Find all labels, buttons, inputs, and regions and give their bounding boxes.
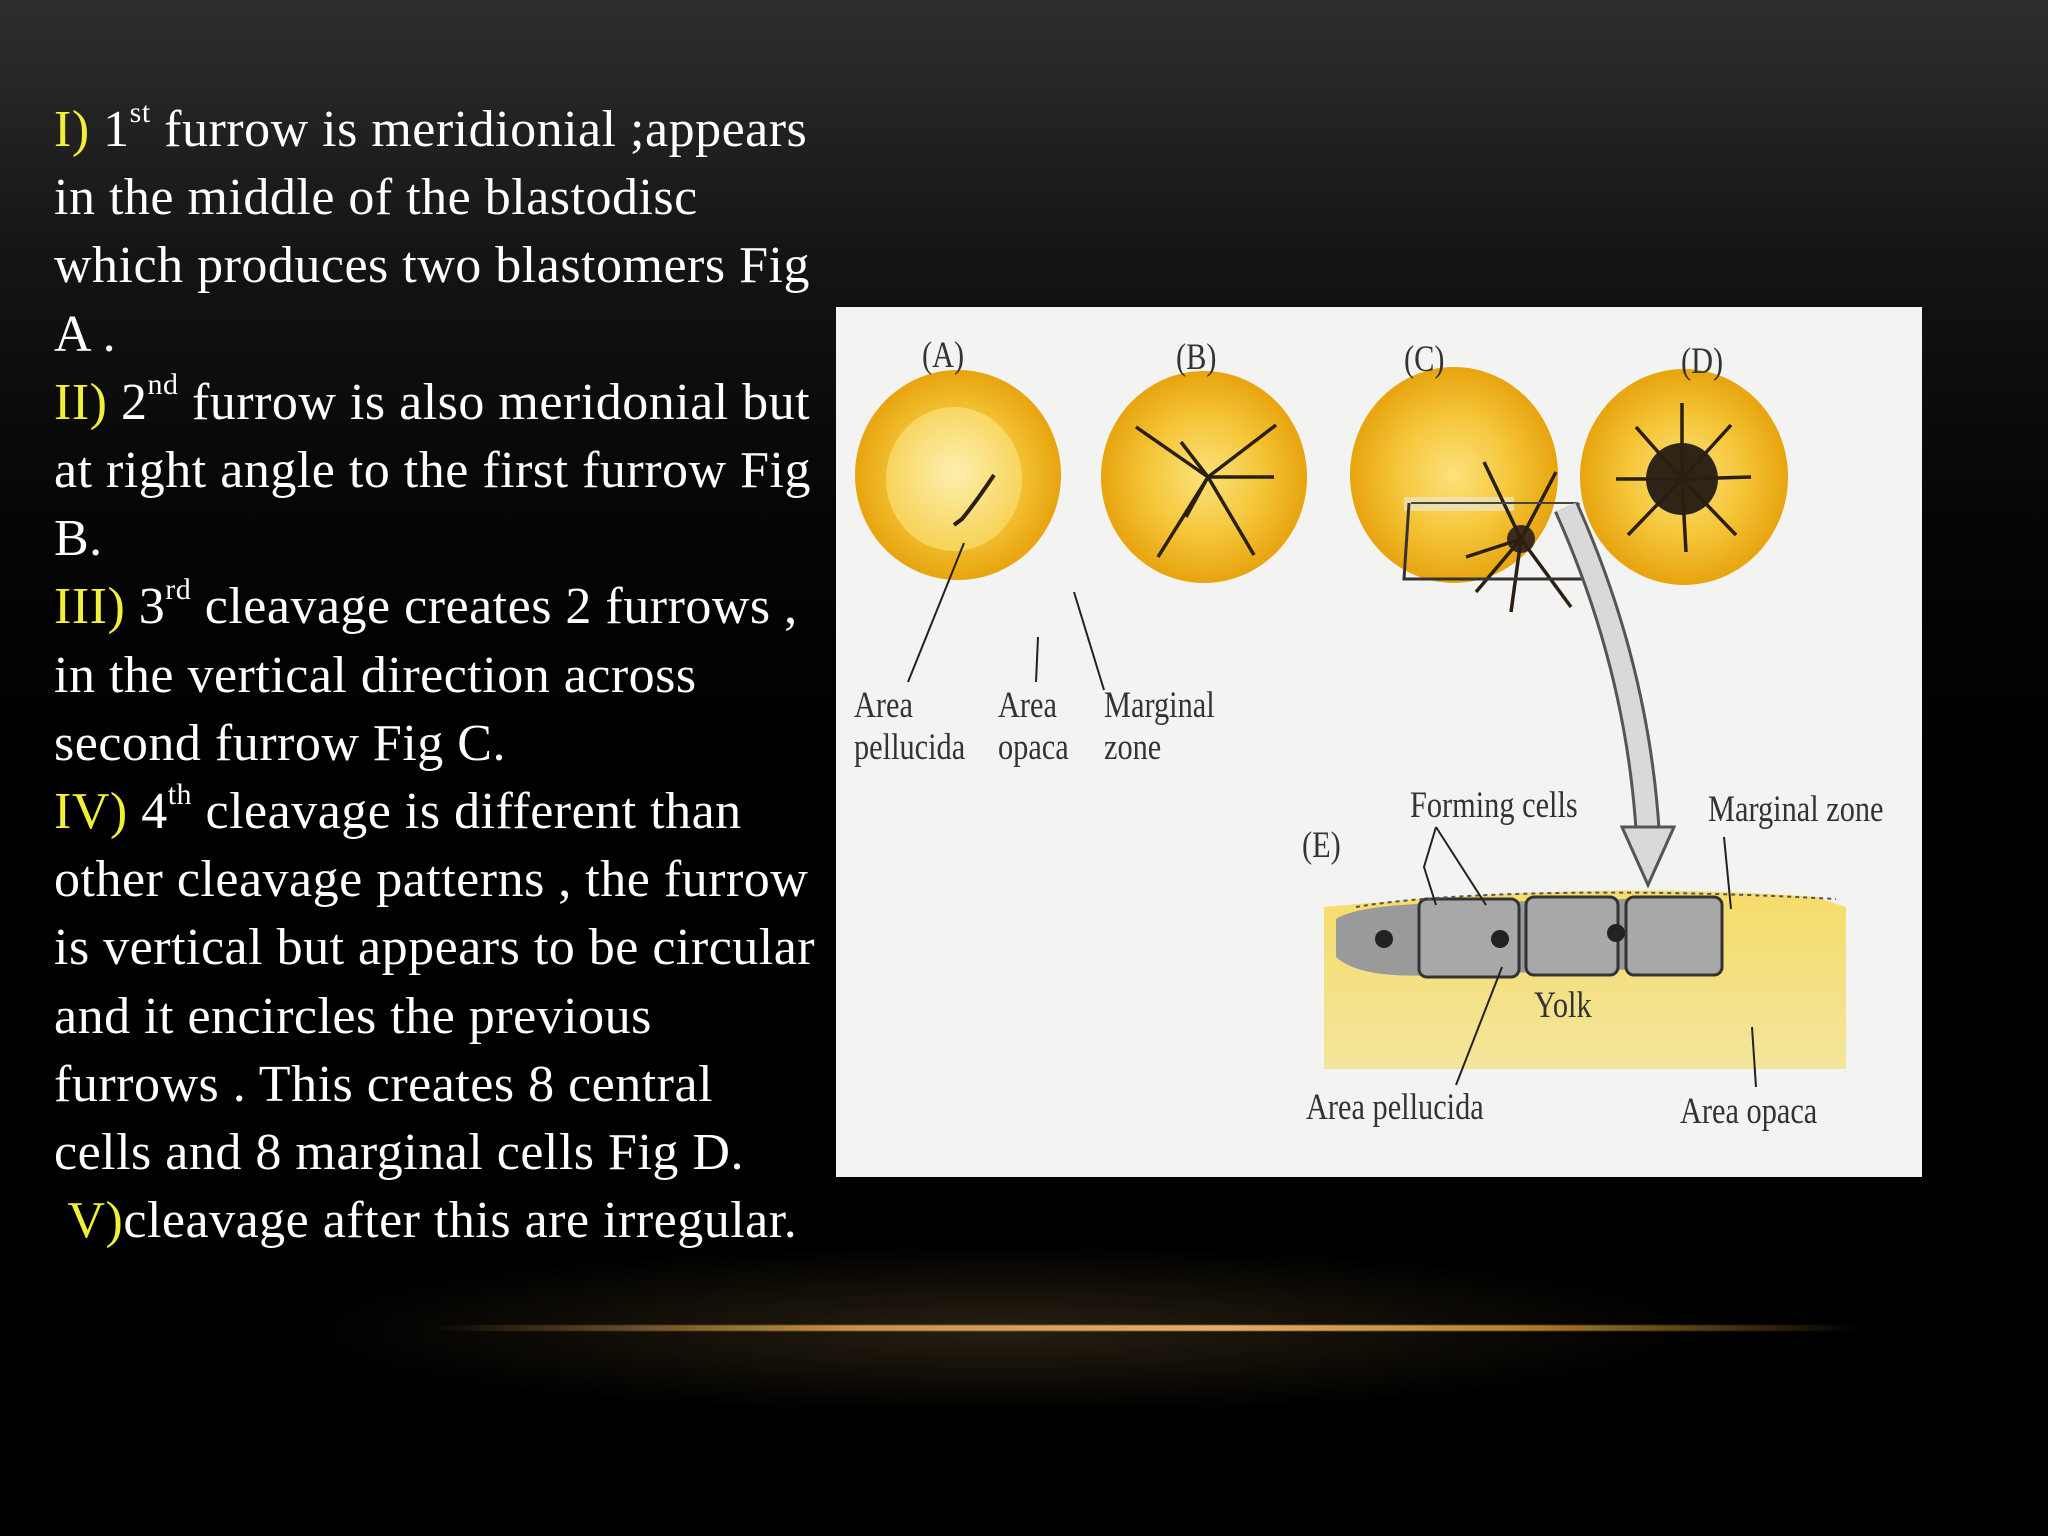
label-c: (C) — [1404, 339, 1445, 380]
paragraph-4-text: cleavage is different than other cleavag… — [54, 783, 816, 1182]
egg-b — [1101, 371, 1307, 583]
cleavage-description: I) 1st furrow is meridionial ;appears in… — [54, 96, 824, 1255]
ordinal-2: 2nd — [120, 368, 179, 431]
egg-d — [1580, 369, 1788, 585]
ordinal-4: 4th — [141, 777, 193, 841]
paragraph-3: III) 3rd cleavage creates 2 furrows , in… — [54, 573, 824, 778]
label-d: (D) — [1681, 341, 1724, 382]
label-area-opaca-e: Area opaca — [1680, 1091, 1818, 1132]
paragraph-1: I) 1st furrow is meridionial ;appears in… — [54, 96, 824, 369]
paragraph-5-text: cleavage after this are irregular. — [123, 1192, 798, 1250]
label-b: (B) — [1176, 337, 1217, 378]
section-e-pointers — [1422, 826, 1757, 1088]
egg-a — [855, 370, 1061, 580]
label-e: (E) — [1302, 825, 1341, 866]
arrow-c-to-e — [1554, 501, 1677, 889]
section-e — [1324, 826, 1846, 1088]
cleavage-diagram — [855, 367, 1846, 1088]
numeral-1: I) — [54, 101, 90, 158]
numeral-4: IV) — [54, 783, 128, 841]
gold-divider-line — [430, 1325, 1860, 1331]
numeral-3: III) — [54, 578, 126, 636]
ordinal-3: 3rd — [138, 573, 192, 636]
paragraph-1-text: furrow is meridionial ;appears in the mi… — [54, 101, 810, 363]
label-area-pellucida-e: Area pellucida — [1306, 1087, 1484, 1128]
egg-c — [1350, 367, 1586, 613]
paragraph-4: IV) 4th cleavage is different than other… — [54, 778, 824, 1187]
numeral-2: II) — [54, 373, 108, 431]
label-a: (A) — [922, 335, 965, 376]
numeral-5: V) — [54, 1192, 124, 1250]
label-marginal-zone-e: Marginal zone — [1708, 789, 1884, 830]
paragraph-2: II) 2nd furrow is also meridonial but at… — [54, 369, 824, 574]
label-forming-cells: Forming cells — [1410, 785, 1578, 826]
ordinal-1: 1st — [103, 95, 151, 158]
egg-a-pointers — [907, 542, 1105, 691]
label-yolk: Yolk — [1534, 985, 1592, 1026]
paragraph-2-text: furrow is also meridonial but at right a… — [54, 373, 811, 568]
paragraph-3-text: cleavage creates 2 furrows , in the vert… — [54, 578, 798, 772]
paragraph-5: V)cleavage after this are irregular. — [54, 1187, 824, 1255]
